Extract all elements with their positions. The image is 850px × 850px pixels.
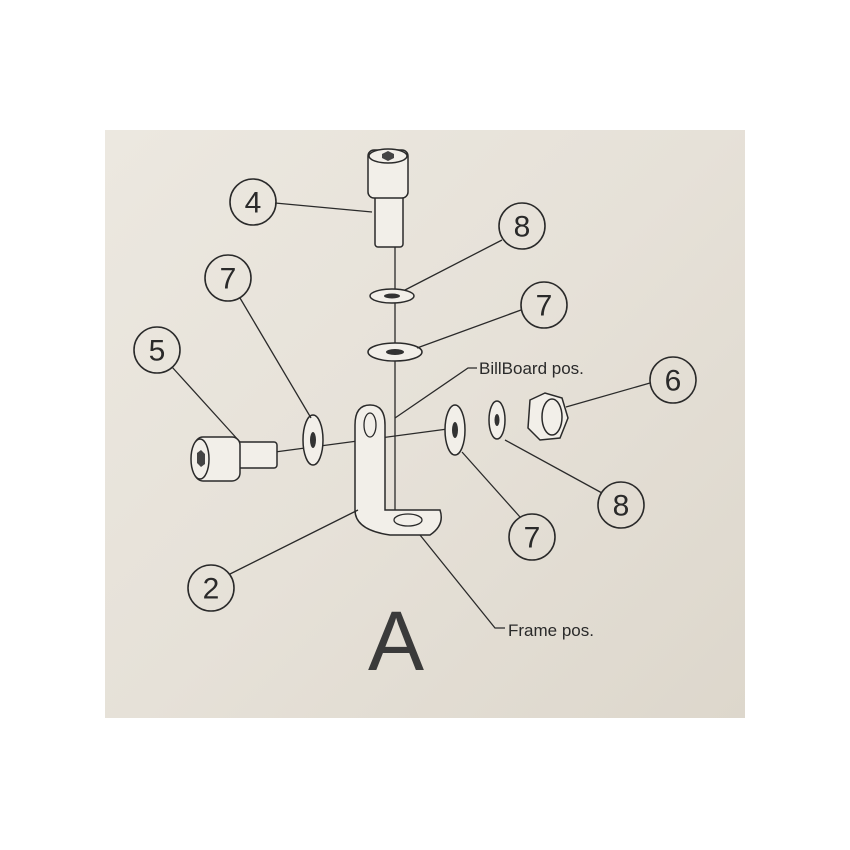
callout-8-top: 8 — [498, 202, 546, 250]
svg-text:7: 7 — [524, 522, 541, 555]
callout-7-top: 7 — [520, 281, 568, 329]
svg-text:6: 6 — [665, 365, 682, 398]
bracket — [354, 404, 442, 536]
callout-7-right: 7 — [508, 513, 556, 561]
callout-7-left: 7 — [204, 254, 252, 302]
horizontal-bolt — [190, 436, 278, 482]
top-washer-small — [369, 288, 415, 304]
svg-text:2: 2 — [203, 573, 220, 606]
right-washer-large — [444, 404, 466, 456]
leader-lines — [171, 202, 651, 629]
callout-8-right: 8 — [597, 481, 645, 529]
frame-position-label: Frame pos. — [508, 621, 594, 640]
svg-text:7: 7 — [536, 290, 553, 323]
billboard-position-label: BillBoard pos. — [479, 359, 584, 378]
svg-text:4: 4 — [245, 187, 262, 220]
top-washer-large — [367, 342, 423, 362]
callout-2: 2 — [187, 564, 235, 612]
callout-5: 5 — [133, 326, 181, 374]
callout-6: 6 — [649, 356, 697, 404]
svg-text:8: 8 — [613, 490, 630, 523]
vertical-bolt — [367, 148, 409, 248]
diagram-photo — [105, 130, 745, 718]
svg-text:7: 7 — [220, 263, 237, 296]
svg-text:8: 8 — [514, 211, 531, 244]
figure-label: A — [368, 594, 424, 688]
callout-4: 4 — [229, 178, 277, 226]
svg-text:5: 5 — [149, 335, 166, 368]
left-washer — [302, 414, 324, 466]
nut — [527, 392, 569, 441]
right-washer-small — [488, 400, 506, 440]
